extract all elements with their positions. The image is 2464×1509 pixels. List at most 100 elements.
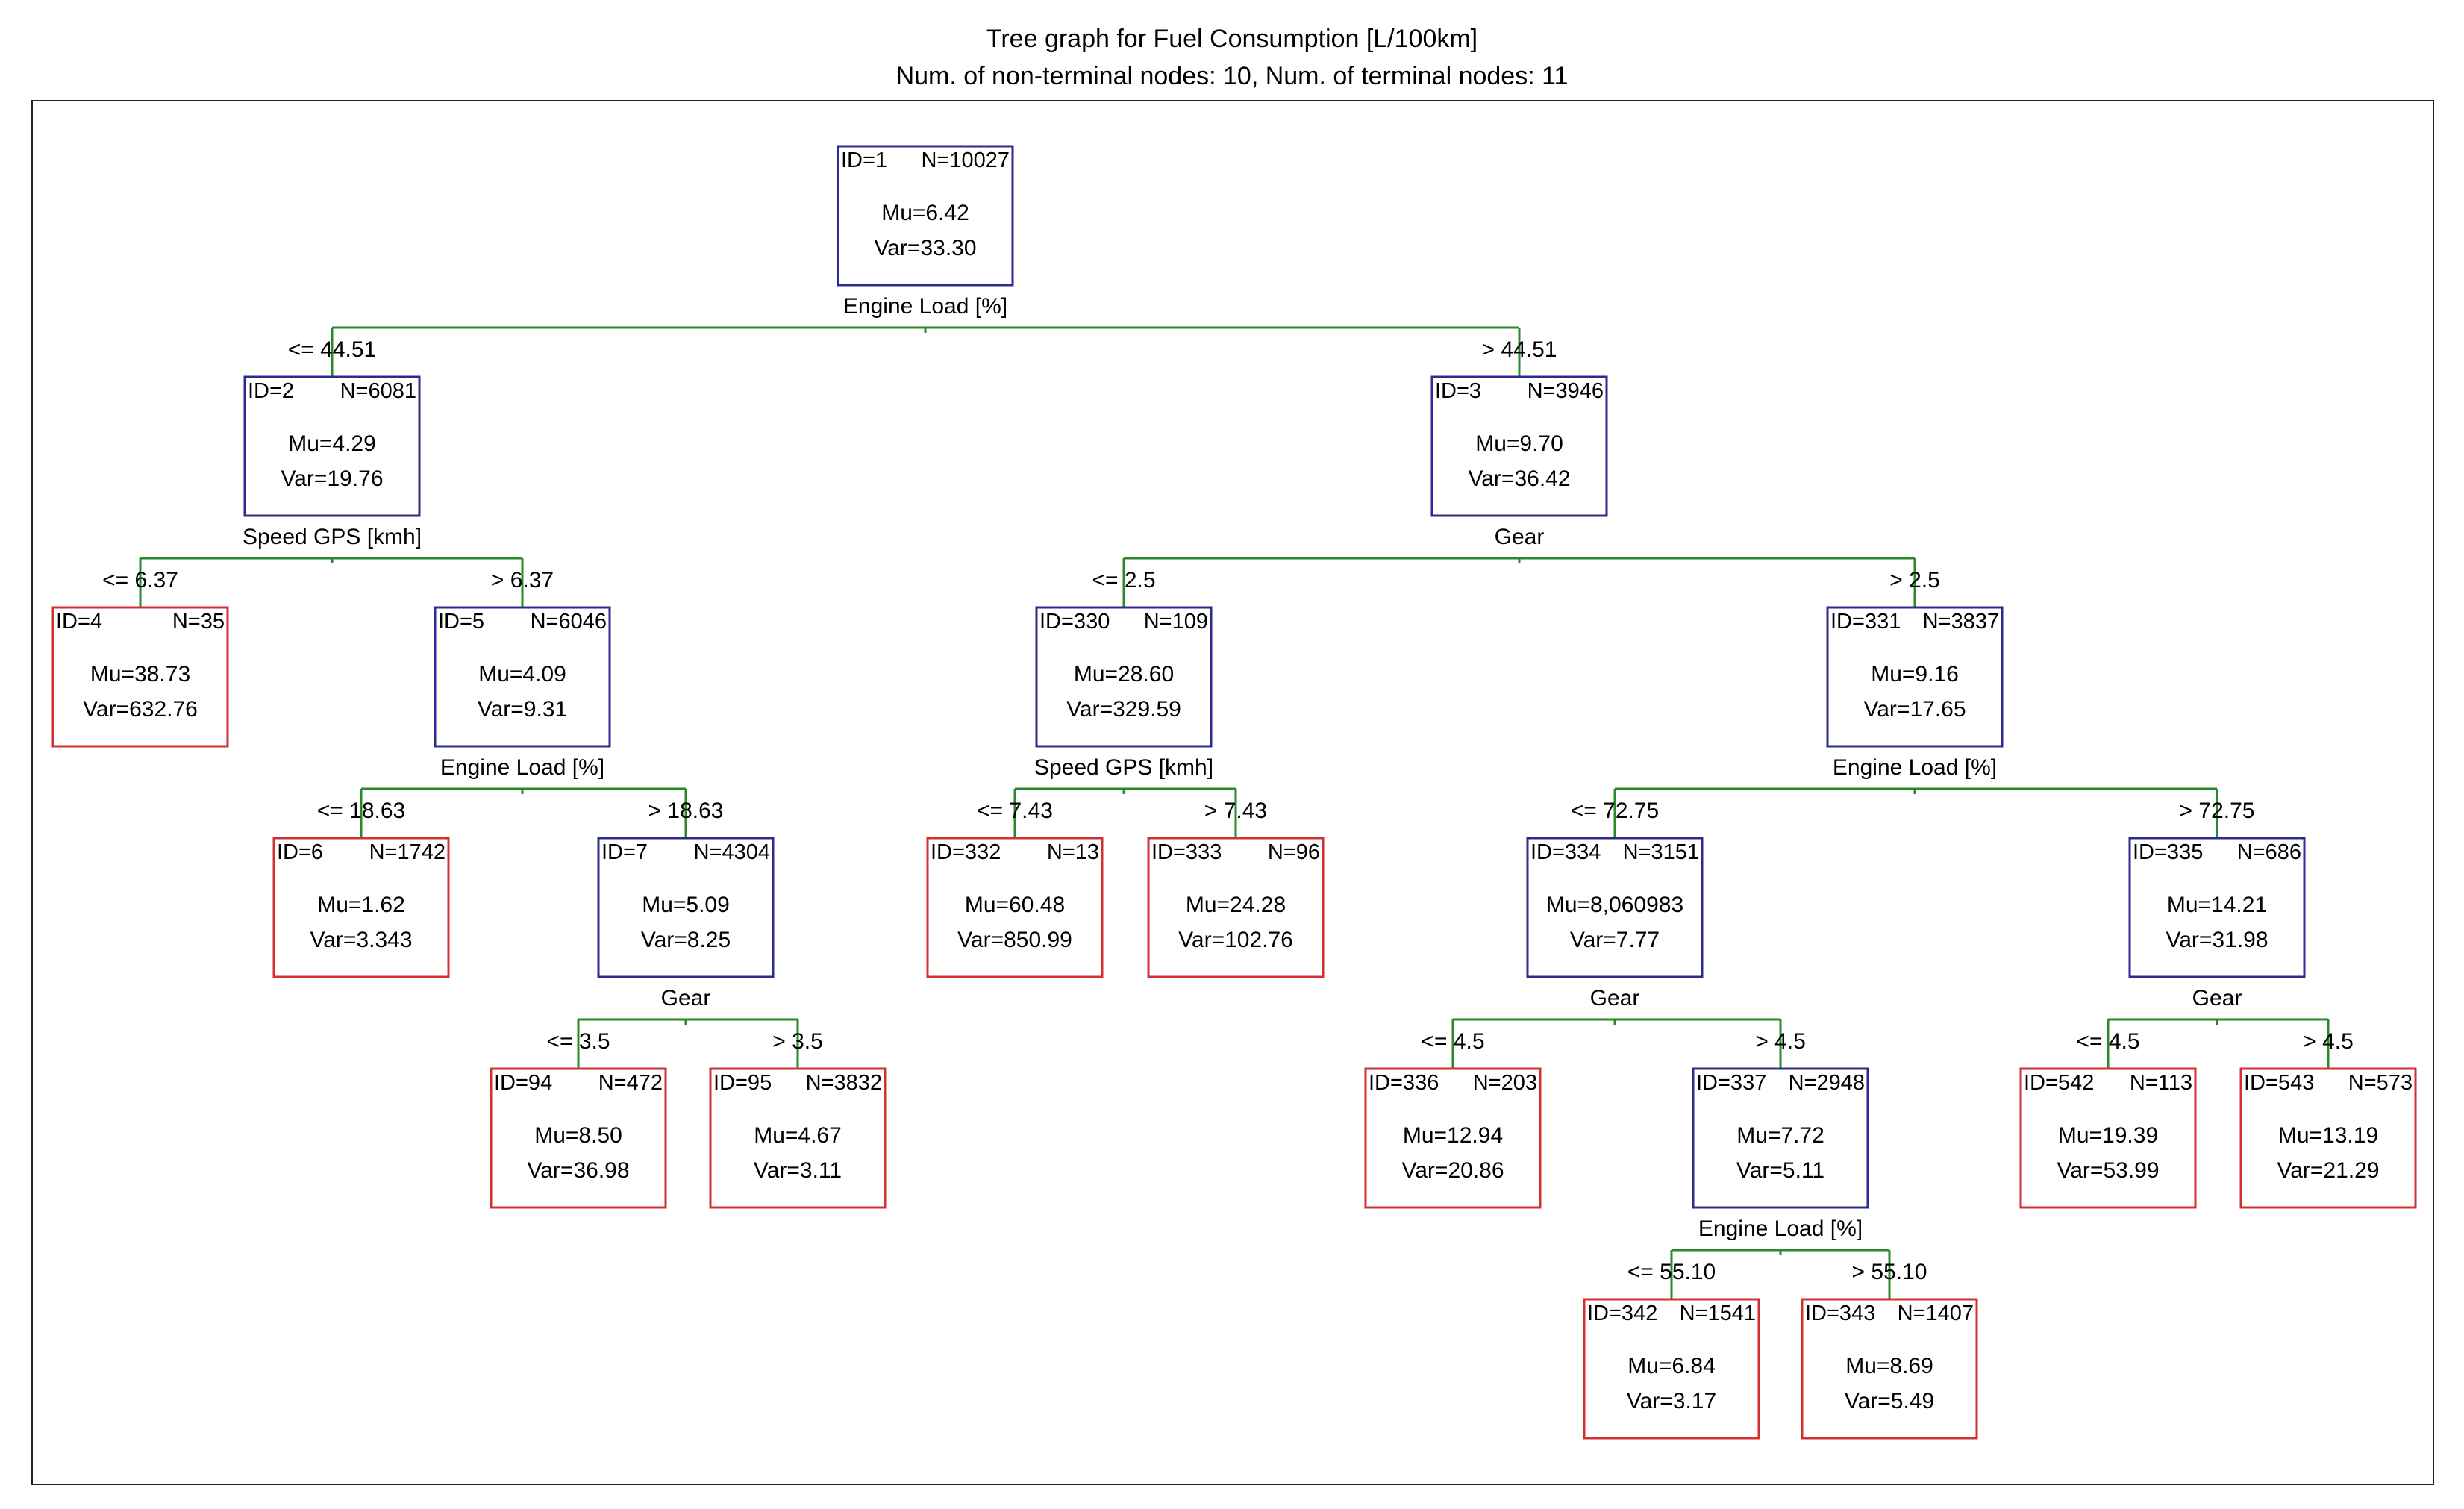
node-mean: Mu=9.70 [1475, 431, 1563, 456]
branch-condition-label: <= 7.43 [977, 799, 1053, 823]
node-id: ID=4 [56, 610, 102, 634]
node-box [2128, 837, 2306, 978]
node-split-variable: Engine Load [%] [1833, 755, 1997, 780]
node-count: N=35 [172, 610, 225, 634]
node-mean: Mu=19.39 [2058, 1123, 2158, 1148]
node-variance: Var=19.76 [281, 466, 383, 491]
node-id: ID=337 [1696, 1071, 1766, 1095]
node-count: N=3837 [1923, 610, 1999, 634]
node-box [1364, 1067, 1542, 1209]
node-mean: Mu=12.94 [1403, 1123, 1503, 1148]
node-box [2239, 1067, 2417, 1209]
node-variance: Var=102.76 [1178, 928, 1293, 952]
branch-condition-label: > 7.43 [1204, 799, 1267, 823]
node-id: ID=95 [713, 1071, 772, 1095]
node-count: N=4304 [694, 840, 770, 864]
node-box [1035, 606, 1213, 748]
node-count: N=109 [1144, 610, 1208, 634]
branch-condition-label: > 2.5 [1889, 568, 1940, 593]
node-id: ID=6 [277, 840, 323, 864]
branch-7: <= 3.5> 3.5 [546, 1018, 823, 1069]
branch-condition-label: > 4.5 [1755, 1029, 1806, 1054]
node-box [272, 837, 450, 978]
node-variance: Var=3.343 [310, 928, 412, 952]
node-split-variable: Engine Load [%] [1698, 1216, 1863, 1241]
node-box [597, 837, 775, 978]
node-count: N=1407 [1898, 1302, 1974, 1325]
node-split-variable: Engine Load [%] [843, 294, 1007, 319]
node-count: N=1742 [369, 840, 445, 864]
node-count: N=96 [1268, 840, 1320, 864]
node-split-variable: Gear [2192, 986, 2242, 1010]
node-id: ID=336 [1369, 1071, 1439, 1095]
node-count: N=6046 [531, 610, 607, 634]
branch-condition-label: <= 2.5 [1092, 568, 1155, 593]
node-mean: Mu=8.69 [1845, 1354, 1933, 1378]
node-mean: Mu=9.16 [1871, 662, 1959, 687]
node-id: ID=7 [601, 840, 648, 864]
branch-335: <= 4.5> 4.5 [2076, 1018, 2354, 1069]
node-count: N=3946 [1528, 379, 1604, 403]
node-id: ID=332 [931, 840, 1001, 864]
node-variance: Var=53.99 [2057, 1158, 2159, 1183]
node-box [2019, 1067, 2197, 1209]
node-count: N=10027 [921, 149, 1010, 172]
branch-condition-label: > 55.10 [1852, 1260, 1927, 1284]
node-count: N=113 [2130, 1071, 2192, 1095]
node-mean: Mu=1.62 [317, 893, 405, 917]
node-box [434, 606, 611, 748]
branch-condition-label: > 72.75 [2180, 799, 2255, 823]
node-mean: Mu=8.50 [534, 1123, 622, 1148]
node-id: ID=1 [841, 149, 887, 172]
node-count: N=6081 [340, 379, 416, 403]
node-box [837, 145, 1014, 287]
branch-condition-label: <= 6.37 [102, 568, 178, 593]
node-id: ID=94 [494, 1071, 552, 1095]
branch-condition-label: > 3.5 [772, 1029, 823, 1054]
node-count: N=1541 [1680, 1302, 1756, 1325]
node-box [926, 837, 1104, 978]
node-box [1526, 837, 1704, 978]
node-mean: Mu=4.29 [288, 431, 376, 456]
node-box [1430, 375, 1608, 517]
node-id: ID=334 [1530, 840, 1601, 864]
branch-condition-label: <= 44.51 [288, 337, 376, 362]
node-variance: Var=17.65 [1863, 697, 1966, 722]
tree-frame [31, 100, 2434, 1485]
node-mean: Mu=7.72 [1736, 1123, 1824, 1148]
branch-condition-label: <= 72.75 [1571, 799, 1659, 823]
branch-condition-label: > 4.5 [2303, 1029, 2354, 1054]
branch-337: <= 55.10 > 55.10 [1627, 1249, 1927, 1299]
branch-334: <= 4.5> 4.5 [1421, 1018, 1806, 1069]
chart-subtitle: Num. of non-terminal nodes: 10, Num. of … [895, 62, 1569, 90]
node-variance: Var=632.76 [83, 697, 198, 722]
branch-330: <= 7.43 > 7.43 [977, 787, 1267, 838]
branch-condition-label: <= 55.10 [1627, 1260, 1716, 1284]
node-box [1801, 1298, 1978, 1440]
node-id: ID=542 [2024, 1071, 2094, 1095]
node-mean: Mu=4.09 [478, 662, 566, 687]
branch-5: <= 18.63> 18.63 [317, 787, 723, 838]
node-box [1826, 606, 2004, 748]
node-variance: Var=36.98 [527, 1158, 629, 1183]
node-split-variable: Gear [661, 986, 711, 1010]
node-variance: Var=329.59 [1066, 697, 1181, 722]
node-variance: Var=31.98 [2166, 928, 2268, 952]
node-id: ID=2 [248, 379, 294, 403]
node-mean: Mu=14.21 [2167, 893, 2267, 917]
